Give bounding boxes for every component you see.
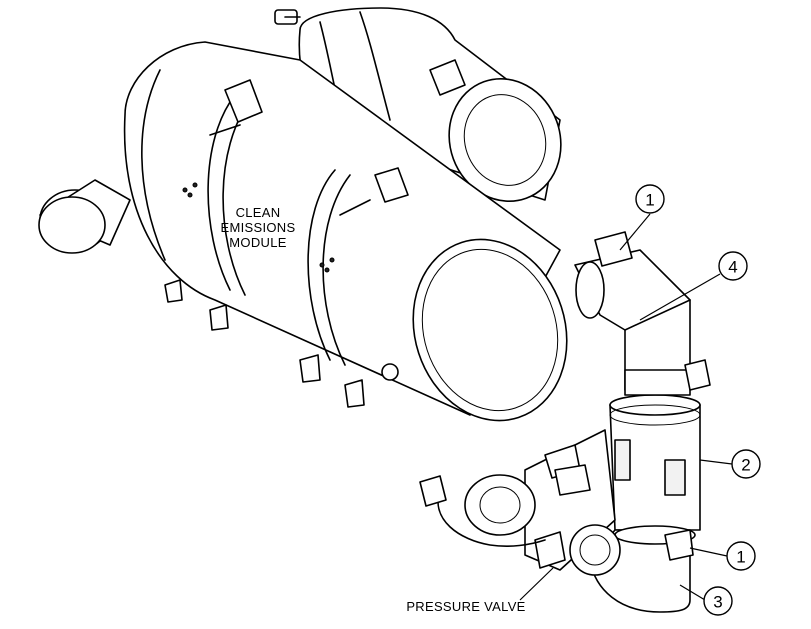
callout-3-number: 3 (713, 593, 722, 612)
callout-2: 2 (699, 449, 761, 479)
label-clean-emissions-line2: EMISSIONS (221, 220, 296, 235)
pressure-valve-assembly (419, 429, 621, 576)
callout-4: 4 (639, 251, 748, 321)
clean-emissions-module (38, 41, 568, 422)
mid-pipe (609, 359, 711, 531)
label-clean-emissions-line3: MODULE (229, 235, 286, 250)
callout-1-top: 1 (619, 184, 665, 251)
callout-1-bottom-number: 1 (736, 548, 745, 567)
leader-pressure-valve (519, 567, 554, 601)
outlet-pipe-elbow (574, 231, 691, 391)
callout-4-number: 4 (728, 258, 737, 277)
rear-canister (274, 7, 562, 203)
callout-3: 3 (679, 584, 733, 616)
label-pressure-valve: PRESSURE VALVE (406, 599, 525, 614)
callout-1-top-number: 1 (645, 191, 654, 210)
callout-2-number: 2 (741, 456, 750, 475)
label-clean-emissions-line1: CLEAN (236, 205, 281, 220)
callout-1-bottom: 1 (689, 541, 756, 571)
